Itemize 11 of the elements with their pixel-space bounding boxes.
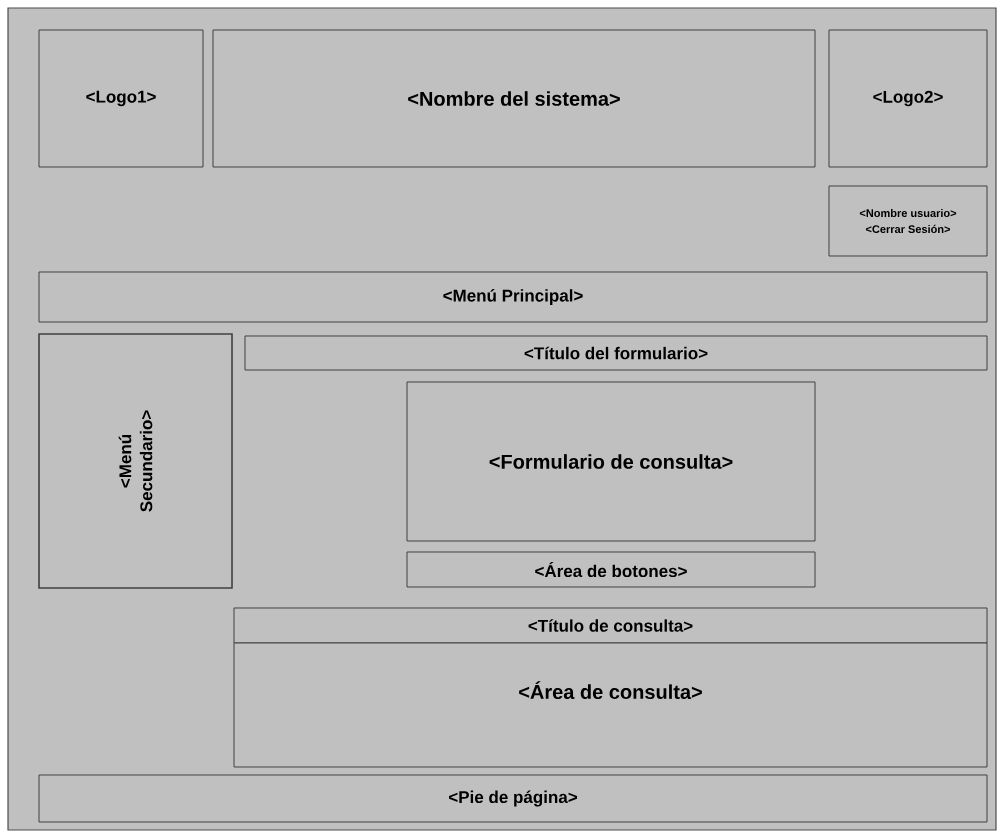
system-name-header: <Nombre del sistema>: [212, 29, 816, 168]
main-menu-bar: <Menú Principal>: [38, 271, 988, 323]
footer-bar: <Pie de página>: [38, 774, 988, 823]
header-corner-panel: <Logo2>: [828, 29, 988, 168]
header-corner-panel: <Logo1>: [38, 29, 204, 168]
query-form-panel: <Formulario de consulta>: [406, 381, 816, 542]
side-menu-panel: <Menú Secundario>: [38, 333, 233, 589]
user-session-panel: <Nombre usuario> <Cerrar Sesión>: [828, 185, 988, 257]
form-title-bar: <Título del formulario>: [244, 335, 988, 371]
results-title-bar: <Título de consulta>: [233, 607, 988, 644]
button-area-bar: <Área de botones>: [406, 551, 816, 588]
